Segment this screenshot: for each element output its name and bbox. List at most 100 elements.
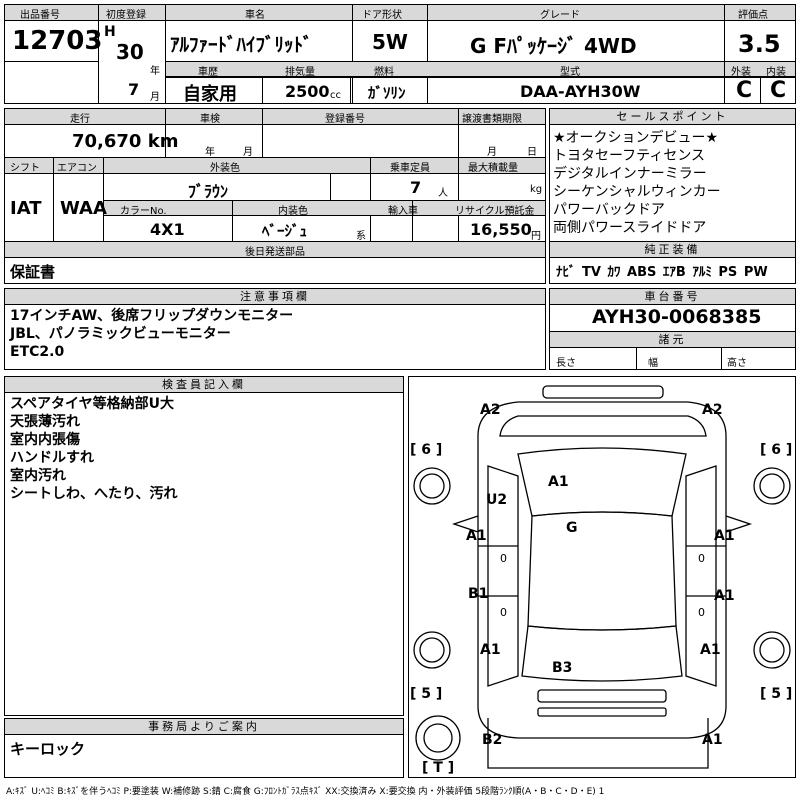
sales-item: ★オークションデビュー★: [553, 130, 719, 146]
damage-mark: U2: [486, 492, 507, 508]
rear-bumper: [537, 689, 667, 703]
sales-item: シーケンシャルウィンカー: [553, 184, 721, 200]
tire-label: [ 5 ]: [410, 686, 442, 702]
right-mirror: [725, 515, 753, 533]
right-side: [685, 465, 717, 687]
shift-label: シフト: [10, 163, 40, 174]
side-mark: 0: [698, 606, 705, 619]
legend: A:ｷｽﾞ U:ﾍｺﾐ B:ｷｽﾞを伴うﾍｺﾐ P:要塗装 W:補修跡 S:錆 …: [6, 787, 605, 797]
load-label: 最大積載量: [468, 163, 518, 174]
colorno: 4X1: [150, 220, 185, 239]
side-mark: 0: [698, 552, 705, 565]
sales-item: トヨタセーフティセンス: [553, 148, 706, 164]
mileage-label: 走行: [70, 114, 90, 125]
year-unit: 年: [150, 66, 160, 77]
capacity-unit: 人: [438, 188, 448, 199]
lot-label: 出品番号: [20, 10, 60, 21]
office-label: 事務局よりご案内: [5, 719, 403, 735]
inspector-list: スペアタイヤ等格納部U大 天張薄汚れ 室内内張傷 ハンドルすれ 室内汚れ シート…: [10, 395, 177, 503]
damage-mark: A1: [548, 474, 569, 490]
rear-glass: [521, 625, 683, 682]
lot-number: 12703: [12, 26, 103, 56]
hood-outline: [477, 401, 727, 437]
int-grade: C: [770, 78, 787, 103]
equip-label: 純正装備: [550, 242, 795, 258]
reg-label: 初度登録: [106, 10, 146, 21]
tire-label: [ 5 ]: [760, 686, 792, 702]
damage-mark: A1: [466, 528, 487, 544]
body-outline: [477, 436, 727, 739]
reg-year: 30: [116, 40, 144, 64]
chassis-number: AYH30-0068385: [592, 306, 762, 328]
sales-item: パワーバックドア: [553, 202, 665, 218]
left-mirror: [451, 515, 479, 533]
colorno-label: カラーNo.: [120, 206, 167, 217]
interior-label: 内装色: [278, 206, 308, 217]
note-line: ETC2.0: [10, 344, 65, 360]
inspector-line: 室内汚れ: [10, 468, 66, 484]
spec-height: 高さ: [727, 358, 747, 369]
ac: WAA: [60, 198, 107, 219]
door-label: ドア形状: [362, 10, 402, 21]
damage-mark: A2: [480, 402, 501, 418]
equip-list: ﾅﾋﾞ TV ｶﾜ ABS ｴｱB ｱﾙﾐ PS PW: [556, 261, 768, 280]
inspector-block: [4, 376, 404, 716]
mileage: 70,670 km: [72, 131, 179, 152]
damage-mark: A1: [480, 642, 501, 658]
sales-item: 両側パワースライドドア: [553, 220, 707, 236]
inspector-line: シートしわ、へたり、汚れ: [10, 486, 178, 502]
left-side: [487, 465, 519, 687]
car-diagram-block: [408, 376, 796, 778]
sales-list: ★オークションデビュー★ トヨタセーフティセンス デジタルインナーミラー シーケ…: [553, 129, 721, 237]
notes-label: 注意事項欄: [5, 289, 545, 305]
tire-rear-left: [413, 631, 451, 669]
sales-label: セールスポイント: [550, 109, 795, 125]
history-label: 車歴: [198, 67, 218, 78]
damage-mark: A1: [714, 528, 735, 544]
name-label: 車名: [245, 10, 265, 21]
equip-item: PS: [718, 265, 738, 280]
side-mark: 0: [500, 552, 507, 565]
history: 自家用: [183, 84, 237, 105]
inspector-line: 天張薄汚れ: [10, 414, 80, 430]
later-parts: 保証書: [10, 263, 56, 281]
damage-mark: B1: [468, 586, 488, 602]
era: H: [104, 24, 116, 40]
damage-mark: A1: [702, 732, 723, 748]
plate-label: 登録番号: [325, 114, 365, 125]
ext-grade: C: [736, 78, 753, 103]
tire-label: [ T ]: [422, 760, 454, 776]
recycle-label: リサイクル預託金: [455, 206, 535, 217]
color-label: 外装色: [210, 163, 240, 174]
inspector-line: スペアタイヤ等格納部U大: [10, 396, 174, 412]
spec-width: 幅: [648, 358, 658, 369]
equip-item: ｶﾜ: [607, 265, 621, 280]
office-text: キーロック: [10, 740, 86, 758]
inspector-line: ハンドルすれ: [10, 450, 94, 466]
transfer-day-unit: 日: [527, 147, 537, 158]
transfer-month-unit: 月: [487, 147, 497, 158]
damage-mark: G: [566, 520, 578, 536]
cc-unit: cc: [330, 90, 341, 101]
fuel-label: 燃料: [374, 67, 394, 78]
shift: IAT: [10, 198, 42, 219]
damage-mark: B2: [482, 732, 502, 748]
ac-label: エアコン: [57, 163, 97, 174]
inspect-year-unit: 年: [205, 147, 215, 158]
tire-rear-right: [753, 631, 791, 669]
color: ﾌﾞﾗｳﾝ: [188, 182, 229, 201]
inspect-label: 車検: [200, 114, 220, 125]
notes-list: 17インチAW、後席フリップダウンモニター JBL、パノラミックビューモニター …: [10, 307, 293, 361]
import-label: 輸入車: [388, 206, 418, 217]
damage-mark: B3: [552, 660, 572, 676]
damage-mark: A1: [700, 642, 721, 658]
reg-month: 7: [128, 80, 140, 99]
capacity: 7: [410, 178, 422, 197]
transfer-label: 譲渡書類期限: [462, 114, 522, 125]
fuel: ｶﾞｿﾘﾝ: [368, 84, 406, 102]
int-label: 内装: [766, 67, 786, 78]
windshield: [517, 447, 687, 517]
equip-item: ｴｱB: [662, 265, 686, 280]
capacity-label: 乗車定員: [390, 163, 430, 174]
inspect-month-unit: 月: [243, 147, 253, 158]
